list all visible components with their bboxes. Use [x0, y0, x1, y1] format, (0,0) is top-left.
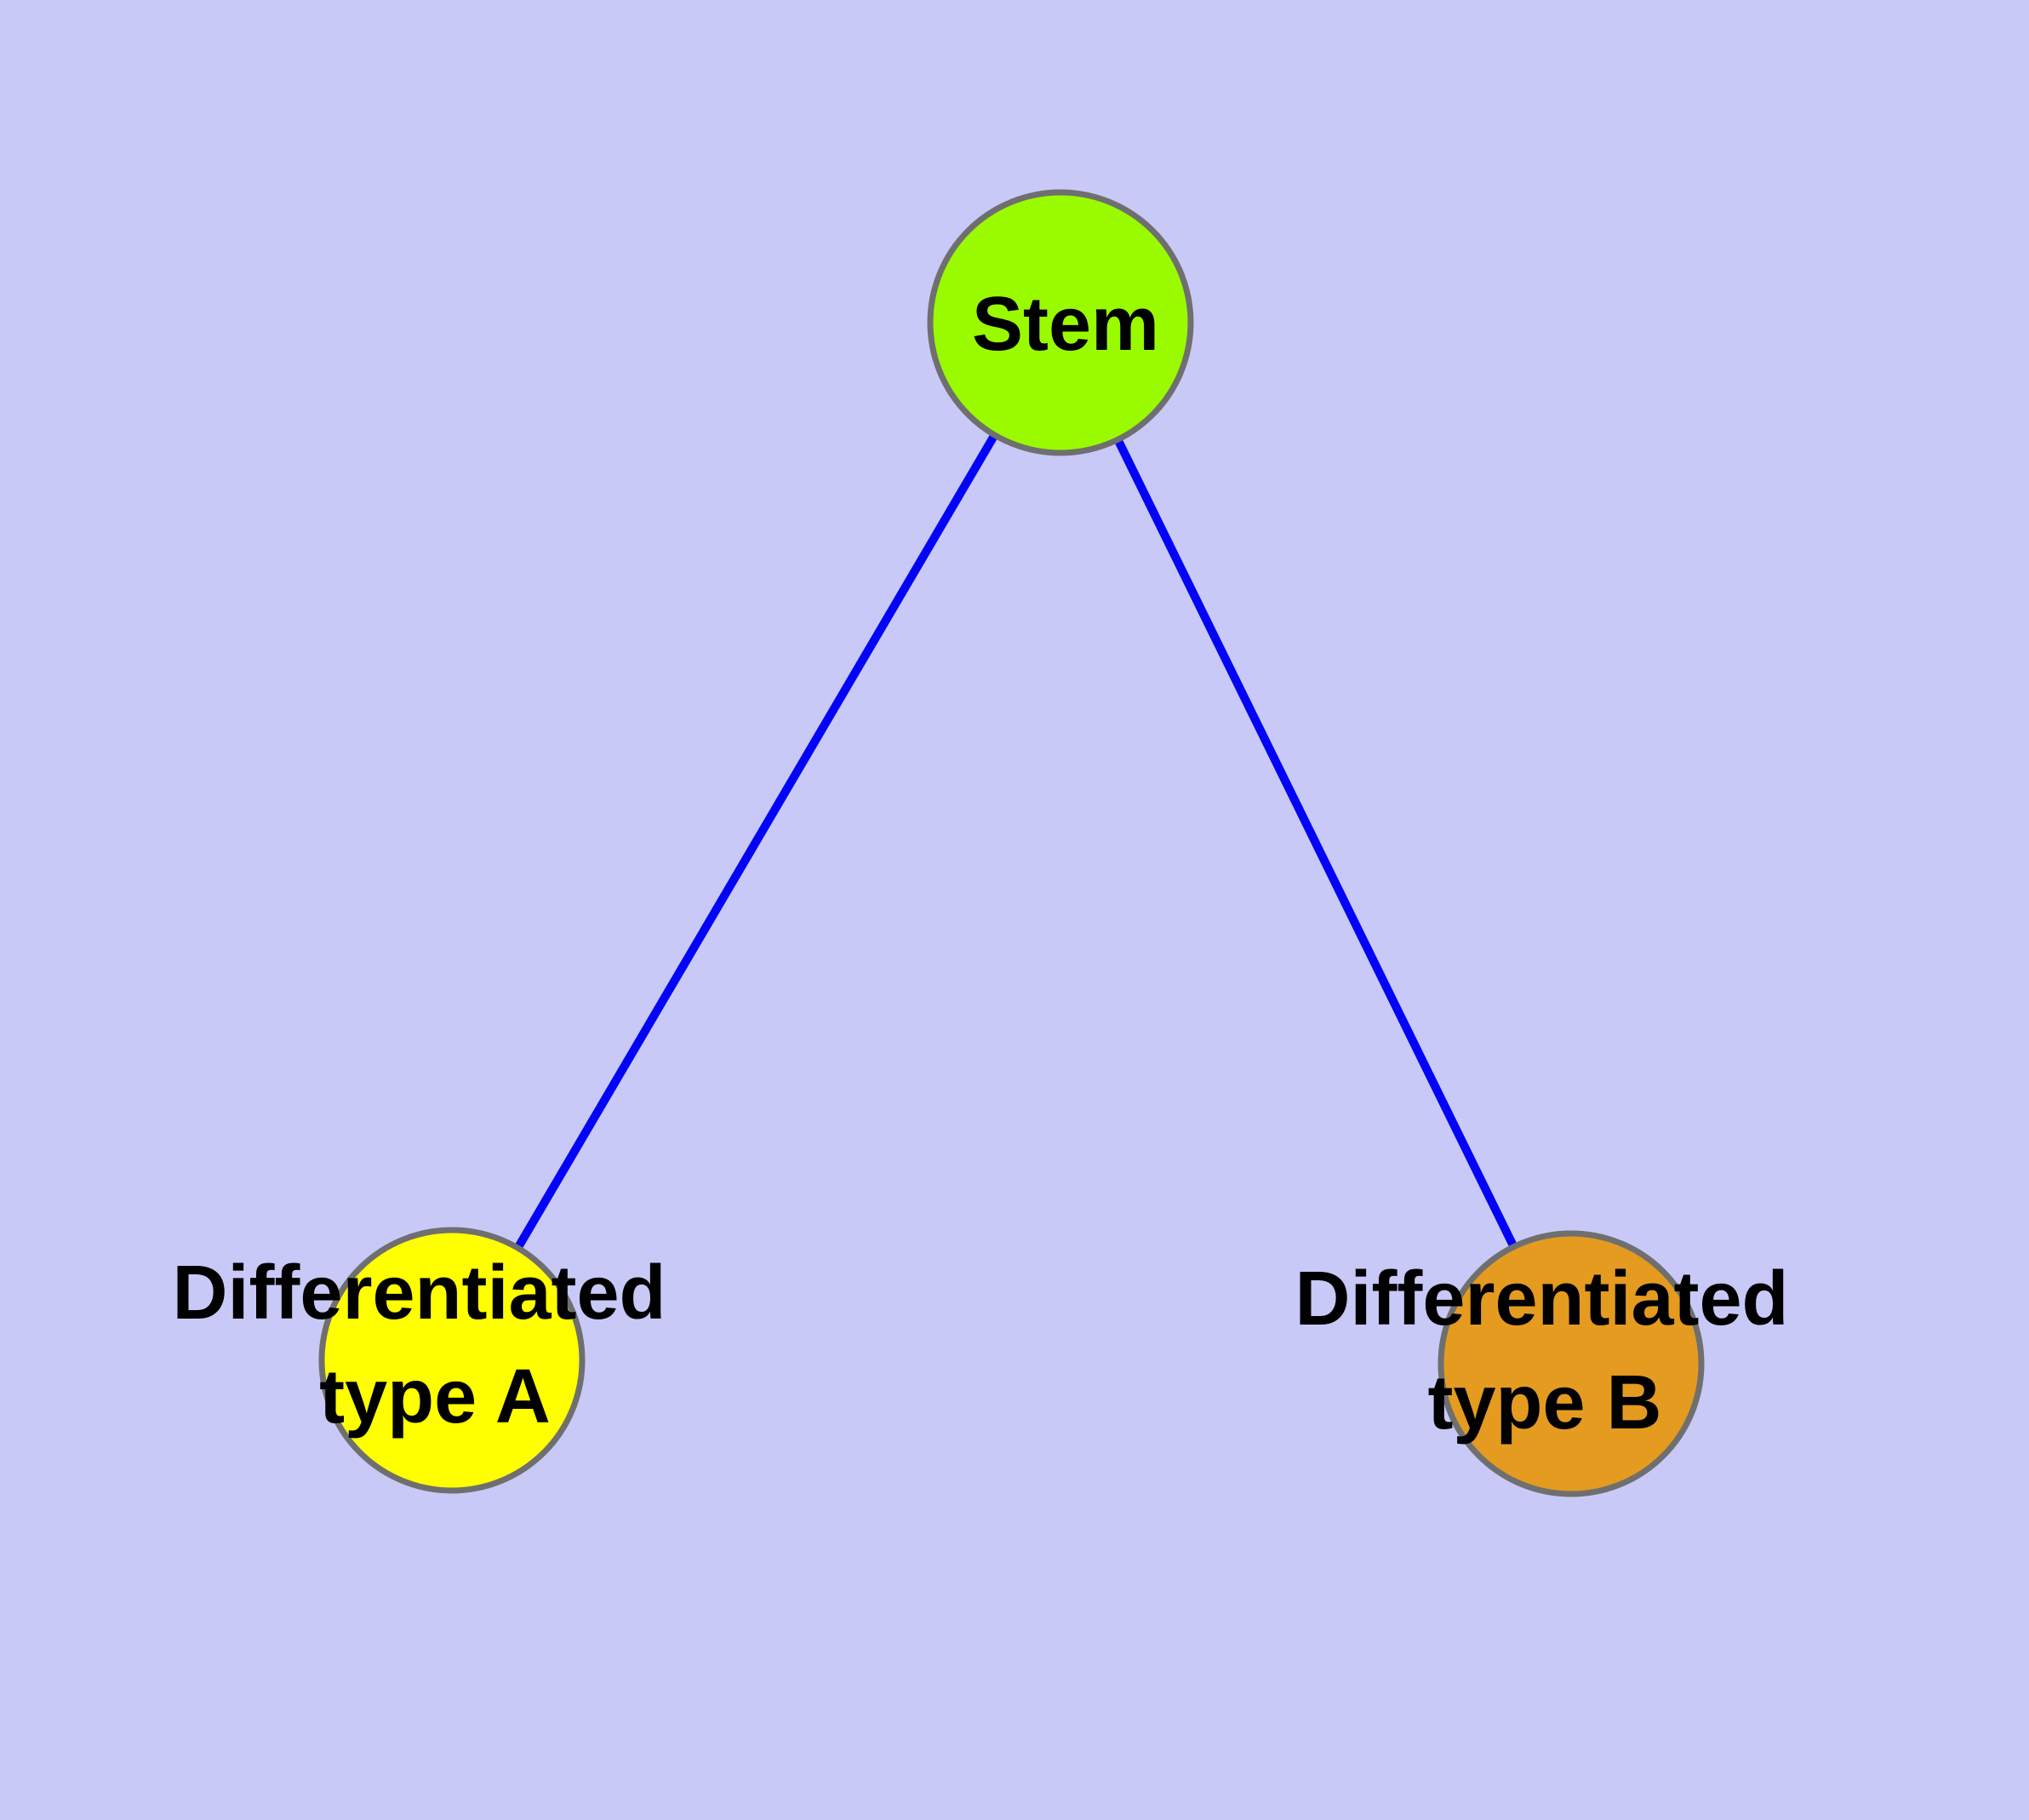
node-differentiated-type-b-circle[interactable] — [1437, 1230, 1705, 1497]
edge-stem-to-type-a — [448, 320, 1065, 1363]
node-differentiated-type-a-label: Differentiated type A — [172, 1251, 687, 1439]
node-stem[interactable]: Stem — [927, 189, 1194, 456]
node-differentiated-type-a[interactable]: Differentiated type A — [172, 1227, 687, 1494]
node-stem-label: Stem — [972, 282, 1159, 367]
edge-stem-to-type-b — [1056, 320, 1575, 1366]
node-stem-circle[interactable] — [927, 189, 1194, 456]
node-differentiated-type-b-label: Differentiated type B — [1295, 1256, 1809, 1445]
node-differentiated-type-b[interactable]: Differentiated type B — [1295, 1230, 1809, 1497]
node-differentiated-type-a-circle[interactable] — [318, 1227, 586, 1494]
